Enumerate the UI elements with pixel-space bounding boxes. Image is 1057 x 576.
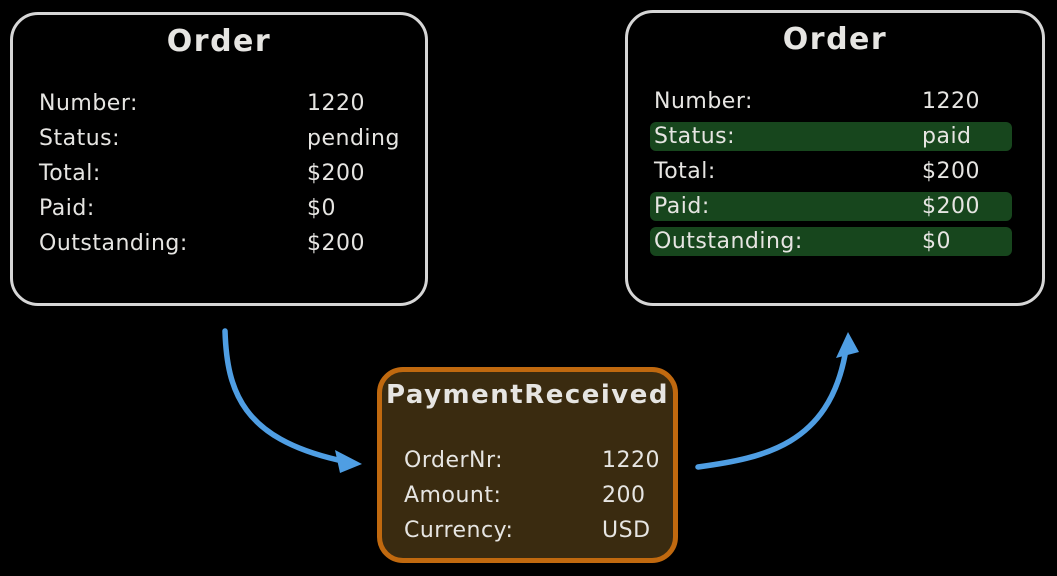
- order-before-row-outstanding: Outstanding: $200: [35, 226, 395, 261]
- field-label: OrderNr:: [404, 448, 504, 473]
- event-row-amount: Amount: 200: [404, 478, 657, 513]
- field-label: Status:: [654, 124, 736, 149]
- field-value: USD: [602, 518, 651, 543]
- order-before-row-total: Total: $200: [35, 156, 395, 191]
- order-before-title: Order: [166, 24, 272, 59]
- field-value: paid: [922, 124, 972, 149]
- event-row-ordernr: OrderNr: 1220: [404, 443, 660, 478]
- order-after-row-paid-highlighted: Paid: $200: [650, 189, 1012, 224]
- field-value: $200: [307, 231, 365, 256]
- field-label: Outstanding:: [39, 231, 188, 256]
- payment-received-event-card: PaymentReceived OrderNr: 1220 Amount: 20…: [377, 367, 678, 563]
- order-before-rows: Number: 1220 Status: pending Total: $200…: [13, 86, 425, 261]
- order-after-row-outstanding-highlighted: Outstanding: $0: [650, 224, 1012, 259]
- event-row-currency: Currency: USD: [404, 513, 657, 548]
- payment-received-rows: OrderNr: 1220 Amount: 200 Currency: USD: [382, 443, 673, 548]
- field-label: Outstanding:: [654, 229, 803, 254]
- payment-received-title: PaymentReceived: [385, 380, 670, 410]
- field-value: 1220: [307, 91, 365, 116]
- order-after-row-number: Number: 1220: [650, 84, 1012, 119]
- field-label: Status:: [39, 126, 121, 151]
- field-value: 1220: [602, 448, 660, 473]
- order-before-row-number: Number: 1220: [35, 86, 395, 121]
- field-value: pending: [307, 126, 400, 151]
- field-value: $200: [922, 159, 980, 184]
- order-card-after: Order Number: 1220 Status: paid Total: $…: [625, 10, 1045, 306]
- field-value: $0: [922, 229, 951, 254]
- field-label: Currency:: [404, 518, 514, 543]
- field-label: Paid:: [39, 196, 95, 221]
- order-card-before: Order Number: 1220 Status: pending Total…: [10, 12, 428, 306]
- order-before-row-paid: Paid: $0: [35, 191, 395, 226]
- field-value: $200: [307, 161, 365, 186]
- field-label: Total:: [39, 161, 101, 186]
- field-value: 200: [602, 483, 646, 508]
- order-after-title: Order: [782, 22, 888, 57]
- arrow-order-to-payment-icon: [222, 328, 362, 473]
- field-label: Amount:: [404, 483, 502, 508]
- order-after-row-status-highlighted: Status: paid: [650, 119, 1012, 154]
- field-label: Total:: [654, 159, 716, 184]
- field-value: 1220: [922, 89, 980, 114]
- field-label: Number:: [654, 89, 753, 114]
- order-after-rows: Number: 1220 Status: paid Total: $200 Pa…: [628, 84, 1042, 259]
- order-before-row-status: Status: pending: [35, 121, 399, 156]
- field-value: $0: [307, 196, 336, 221]
- arrow-payment-to-order-icon: [695, 332, 859, 470]
- field-label: Number:: [39, 91, 138, 116]
- field-value: $200: [922, 194, 980, 219]
- field-label: Paid:: [654, 194, 710, 219]
- order-after-row-total: Total: $200: [650, 154, 1012, 189]
